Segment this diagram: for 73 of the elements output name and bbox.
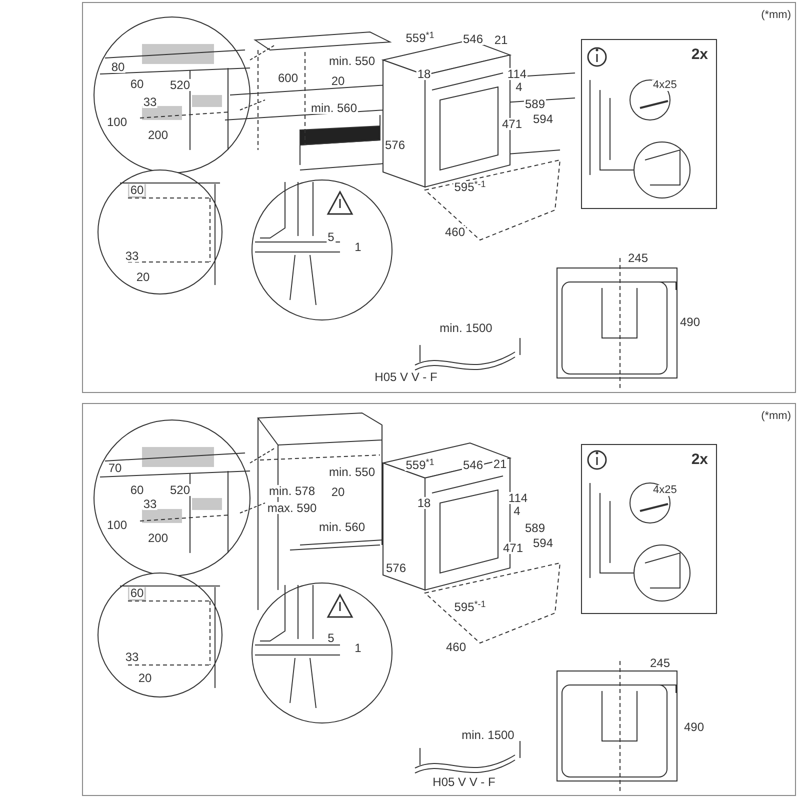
dimension-label: min. 578 xyxy=(268,485,316,497)
dimension-label: 245 xyxy=(648,657,672,669)
dimension-label: 576 xyxy=(384,139,406,151)
dimension-label: 589 xyxy=(524,522,546,534)
dimension-label: 520 xyxy=(168,79,192,91)
dimension-label: 21 xyxy=(492,458,508,470)
dimension-label: 559$^{*1}$ xyxy=(404,459,436,471)
dimension-label: 20 xyxy=(137,672,153,684)
dimension-label: 70 xyxy=(107,462,123,474)
unit-note: (*mm) xyxy=(761,409,791,424)
screw-size-label: 4x25 xyxy=(652,485,678,496)
dimension-label: min. 560 xyxy=(318,521,366,533)
dimension-label: 490 xyxy=(678,316,702,328)
installation-panel xyxy=(82,2,796,393)
dimension-label: 460 xyxy=(444,641,468,653)
dimension-label: 33 xyxy=(124,250,140,262)
dimension-label: 576 xyxy=(384,562,408,574)
dimension-label: 20 xyxy=(135,271,151,283)
dimension-label: H05 V V - F xyxy=(432,776,496,788)
quantity-label: 2x xyxy=(691,450,708,470)
dimension-label: 60 xyxy=(129,587,145,599)
dimension-label: 100 xyxy=(106,519,128,531)
dimension-label: 546 xyxy=(462,459,484,471)
dimension-label: 559$^{*1}$ xyxy=(404,32,436,44)
dimension-label: 546 xyxy=(462,33,484,45)
dimension-label: min. 1500 xyxy=(460,729,516,741)
dimension-label: 471 xyxy=(502,542,524,554)
dimension-label: 33 xyxy=(142,96,158,108)
dimension-label: 595$^{*-1}$ xyxy=(453,601,487,613)
dimension-label: 1 xyxy=(354,642,362,654)
dimension-label: 594 xyxy=(532,537,554,549)
screw-size-label: 4x25 xyxy=(652,80,678,91)
mounting-info-box xyxy=(581,39,717,209)
installation-panel xyxy=(82,403,796,796)
dimension-label: 33 xyxy=(124,651,140,663)
dimension-label: 60 xyxy=(129,484,145,496)
dimension-label: 245 xyxy=(626,252,650,264)
dimension-label: min. 1500 xyxy=(438,322,494,334)
dimension-label: 520 xyxy=(168,484,192,496)
dimension-label: 20 xyxy=(330,486,346,498)
dimension-label: 200 xyxy=(146,129,170,141)
dimension-label: 594 xyxy=(532,113,554,125)
dimension-label: 200 xyxy=(146,532,170,544)
dimension-label: 595$^{*-1}$ xyxy=(453,181,487,193)
dimension-label: 18 xyxy=(416,497,432,509)
dimension-label: 4 xyxy=(512,505,522,517)
dimension-label: 1 xyxy=(354,241,362,253)
dimension-label: min. 550 xyxy=(328,55,376,67)
dimension-label: 5 xyxy=(326,231,336,243)
dimension-label: 4 xyxy=(514,81,524,93)
dimension-label: 114 xyxy=(507,492,529,504)
unit-note: (*mm) xyxy=(761,8,791,23)
dimension-label: 18 xyxy=(416,68,432,80)
dimension-label: 21 xyxy=(493,34,509,46)
dimension-label: 114 xyxy=(506,68,528,80)
dimension-label: 100 xyxy=(106,116,128,128)
dimension-label: 5 xyxy=(326,632,336,644)
dimension-label: 471 xyxy=(500,118,524,130)
dimension-label: 589 xyxy=(524,98,546,110)
dimension-label: 20 xyxy=(330,75,346,87)
dimension-label: min. 550 xyxy=(328,466,376,478)
dimension-label: 490 xyxy=(682,721,706,733)
dimension-label: 80 xyxy=(110,61,126,73)
dimension-label: min. 560 xyxy=(310,102,358,114)
dimension-label: H05 V V - F xyxy=(374,371,438,383)
dimension-label: 60 xyxy=(129,184,145,196)
dimension-label: 33 xyxy=(142,498,158,510)
dimension-label: max. 590 xyxy=(266,502,318,514)
mounting-info-box xyxy=(581,444,717,614)
quantity-label: 2x xyxy=(691,45,708,65)
dimension-label: 600 xyxy=(276,72,300,84)
dimension-label: 460 xyxy=(444,226,466,238)
dimension-label: 60 xyxy=(129,78,145,90)
